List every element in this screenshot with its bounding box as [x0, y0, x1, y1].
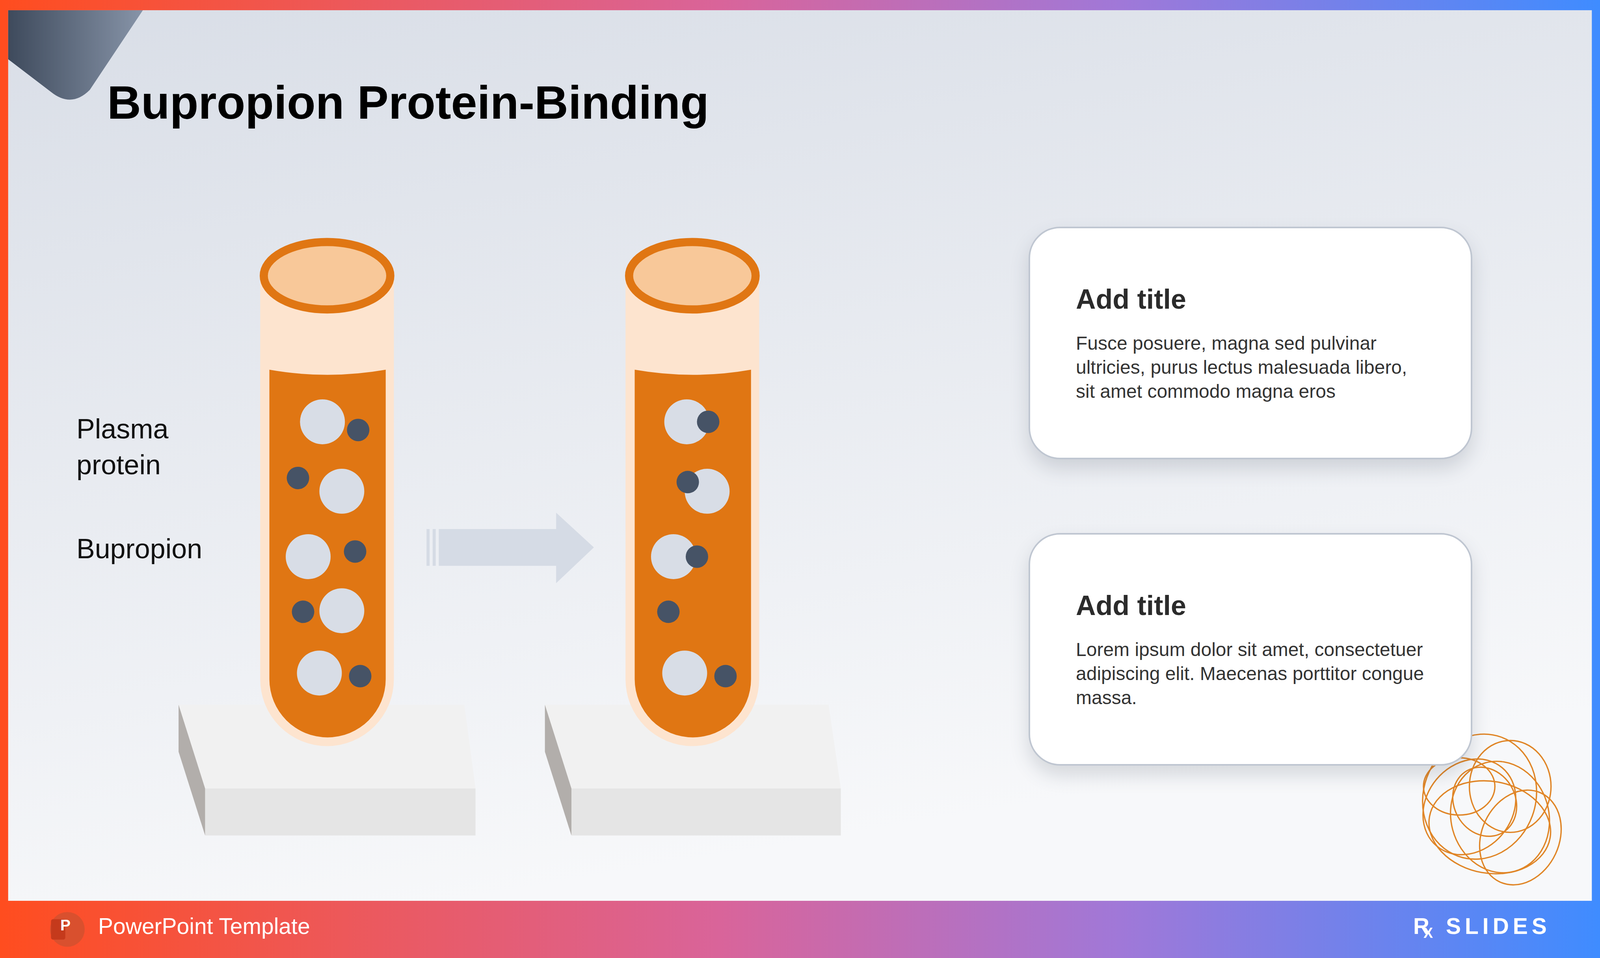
legend-label: Plasma protein: [76, 411, 210, 483]
text-card: Add titleLorem ipsum dolor sit amet, con…: [1028, 532, 1473, 766]
card-body: Lorem ipsum dolor sit amet, consectetuer…: [1075, 637, 1431, 710]
slide-title: Bupropion Protein-Binding: [107, 75, 709, 130]
card-title: Add title: [1075, 283, 1428, 316]
footer-text: PowerPoint Template: [98, 913, 311, 940]
text-card: Add titleFusce posuere, magna sed pulvin…: [1028, 226, 1473, 460]
card-body: Fusce posuere, magna sed pulvinar ultric…: [1075, 331, 1431, 404]
app-icon-letter: P: [60, 916, 71, 934]
legend-label: Bupropion: [76, 532, 203, 565]
logo-text: SLIDES: [1445, 913, 1551, 940]
card-title: Add title: [1075, 589, 1428, 622]
logo-text: X: [1423, 924, 1433, 941]
